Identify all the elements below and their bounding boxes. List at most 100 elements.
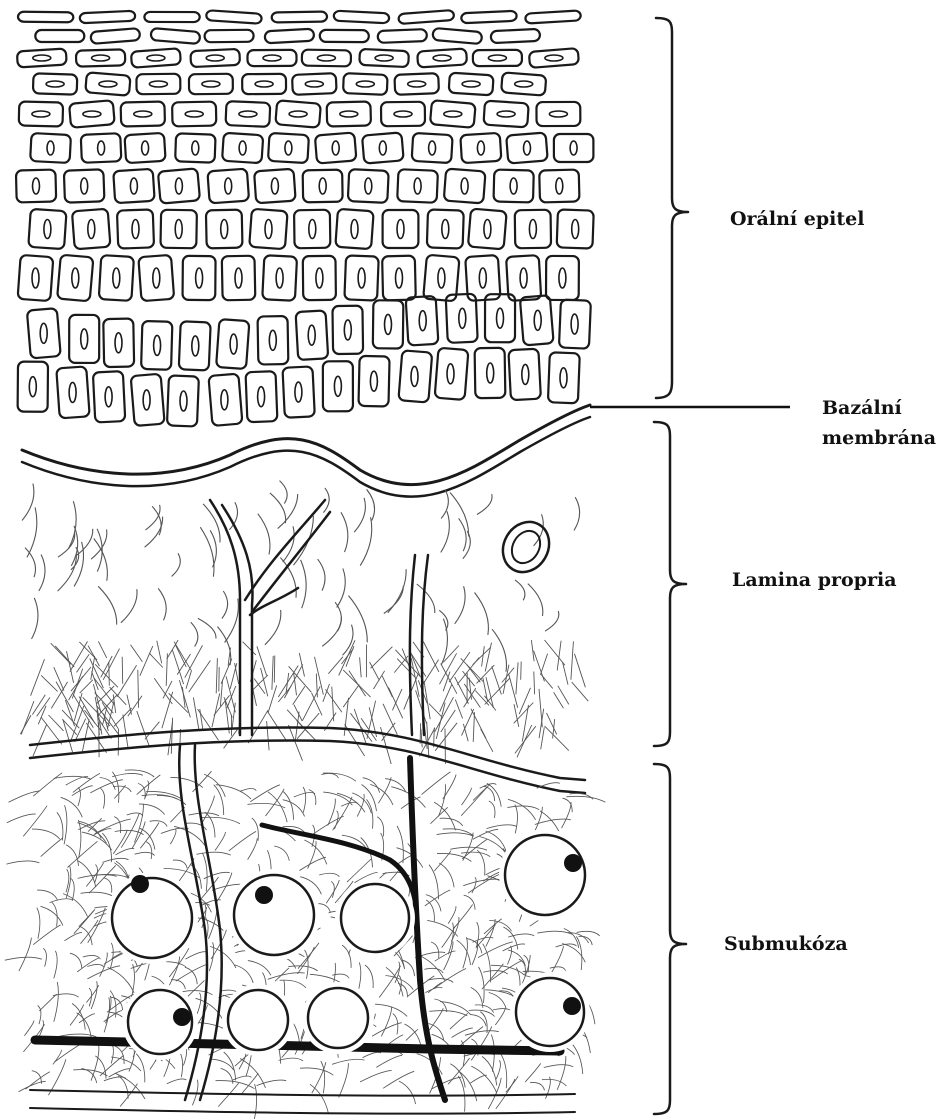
- connective-fiber: [425, 890, 450, 906]
- epithelial-cell: [254, 169, 296, 204]
- epithelial-cell: [343, 73, 388, 95]
- connective-fiber: [328, 799, 336, 826]
- connective-fiber: [71, 879, 74, 901]
- connective-fiber: [215, 832, 226, 851]
- collagen-fiber: [473, 712, 474, 742]
- epithelial-cell: [81, 133, 122, 163]
- cell-nucleus: [520, 268, 527, 288]
- cell-nucleus: [559, 268, 566, 288]
- label-lamina-propria: Lamina propria: [732, 569, 897, 591]
- epithelial-cell: [141, 321, 172, 370]
- collagen-fiber: [258, 514, 270, 555]
- connective-fiber: [81, 892, 115, 897]
- epithelial-cell: [268, 133, 309, 163]
- connective-fiber: [496, 1079, 515, 1109]
- cell-nucleus: [255, 81, 273, 87]
- collagen-fiber: [191, 622, 198, 646]
- collagen-fiber: [79, 697, 95, 724]
- collagen-fiber: [154, 678, 172, 704]
- connective-fiber: [173, 860, 187, 868]
- epithelial-cell: [206, 210, 243, 249]
- collagen-fiber: [384, 586, 404, 613]
- epithelial-cell: [559, 299, 591, 348]
- cell-nucleus: [32, 111, 50, 117]
- epithelial-cell: [216, 319, 249, 369]
- connective-fiber: [386, 967, 403, 996]
- epithelial-cell: [158, 168, 200, 203]
- epithelial-cell: [406, 296, 439, 346]
- cell-nucleus: [175, 178, 182, 194]
- connective-fiber: [452, 1028, 473, 1037]
- connective-fiber: [146, 842, 151, 859]
- collagen-fiber: [193, 698, 199, 730]
- epithelial-cell: [131, 374, 165, 426]
- connective-fiber: [489, 801, 495, 818]
- cell-nucleus: [130, 178, 137, 194]
- cell-nucleus: [143, 390, 150, 410]
- connective-fiber: [254, 1084, 257, 1119]
- connective-fiber: [19, 938, 32, 971]
- cell-nucleus: [317, 55, 335, 61]
- cell-nucleus: [192, 336, 199, 356]
- connective-fiber: [169, 957, 180, 987]
- collagen-fiber: [114, 708, 132, 727]
- collagen-fiber: [554, 692, 564, 708]
- connective-fiber: [240, 788, 256, 791]
- epithelial-cell: [226, 101, 271, 127]
- collagen-fiber: [540, 654, 547, 675]
- label-basement-membrane-line2: membrána: [822, 427, 936, 449]
- connective-fiber: [41, 906, 63, 925]
- collagen-fiber: [575, 654, 586, 688]
- connective-fiber: [503, 944, 525, 951]
- connective-fiber: [33, 773, 62, 796]
- collagen-fiber: [33, 724, 47, 756]
- collagen-fiber: [69, 676, 83, 700]
- collagen-fiber: [534, 672, 535, 695]
- collagen-fiber: [326, 689, 342, 712]
- collagen-fiber: [545, 640, 565, 665]
- connective-fiber: [64, 805, 67, 844]
- collagen-fiber: [301, 560, 307, 608]
- epithelial-cell: [323, 361, 353, 411]
- epithelial-cell: [398, 350, 432, 402]
- cell-nucleus: [33, 55, 51, 61]
- connective-fiber: [109, 1069, 131, 1077]
- collagen-fiber: [360, 517, 372, 566]
- connective-fiber: [5, 957, 42, 960]
- connective-fiber: [176, 964, 208, 981]
- connective-fiber: [370, 784, 393, 805]
- collagen-fiber: [243, 642, 256, 655]
- cell-nucleus: [271, 178, 278, 194]
- cell-nucleus: [206, 55, 224, 61]
- epithelial-cell: [282, 366, 314, 417]
- cell-nucleus: [88, 220, 95, 239]
- label-oral-epithelium: Orální epitel: [730, 208, 864, 230]
- connective-fiber: [202, 853, 207, 892]
- epithelial-cell: [378, 29, 427, 43]
- connective-fiber: [79, 926, 93, 945]
- cell-nucleus: [47, 141, 54, 155]
- connective-fiber: [257, 1080, 287, 1086]
- collagen-fiber: [354, 498, 365, 532]
- epithelial-cell: [529, 48, 579, 68]
- connective-fiber: [9, 791, 40, 802]
- cell-nucleus: [370, 371, 377, 391]
- epithelial-cell: [449, 73, 494, 96]
- epithelial-cell: [483, 101, 528, 128]
- connective-fiber: [102, 858, 128, 862]
- connective-fiber: [463, 937, 468, 968]
- connective-fiber: [525, 1063, 541, 1082]
- cell-nucleus: [239, 141, 246, 155]
- connective-fiber: [78, 820, 81, 859]
- connective-fiber: [454, 905, 472, 928]
- cell-nucleus: [570, 141, 577, 155]
- collagen-fiber: [31, 659, 45, 696]
- collagen-fiber: [55, 646, 74, 667]
- epithelial-cell: [460, 133, 501, 163]
- cell-nucleus: [196, 268, 203, 288]
- epithelial-cell: [327, 101, 371, 126]
- connective-fiber: [544, 1065, 573, 1068]
- collagen-fiber: [477, 665, 495, 683]
- collagen-fiber: [354, 709, 366, 743]
- collagen-fiber: [482, 646, 485, 666]
